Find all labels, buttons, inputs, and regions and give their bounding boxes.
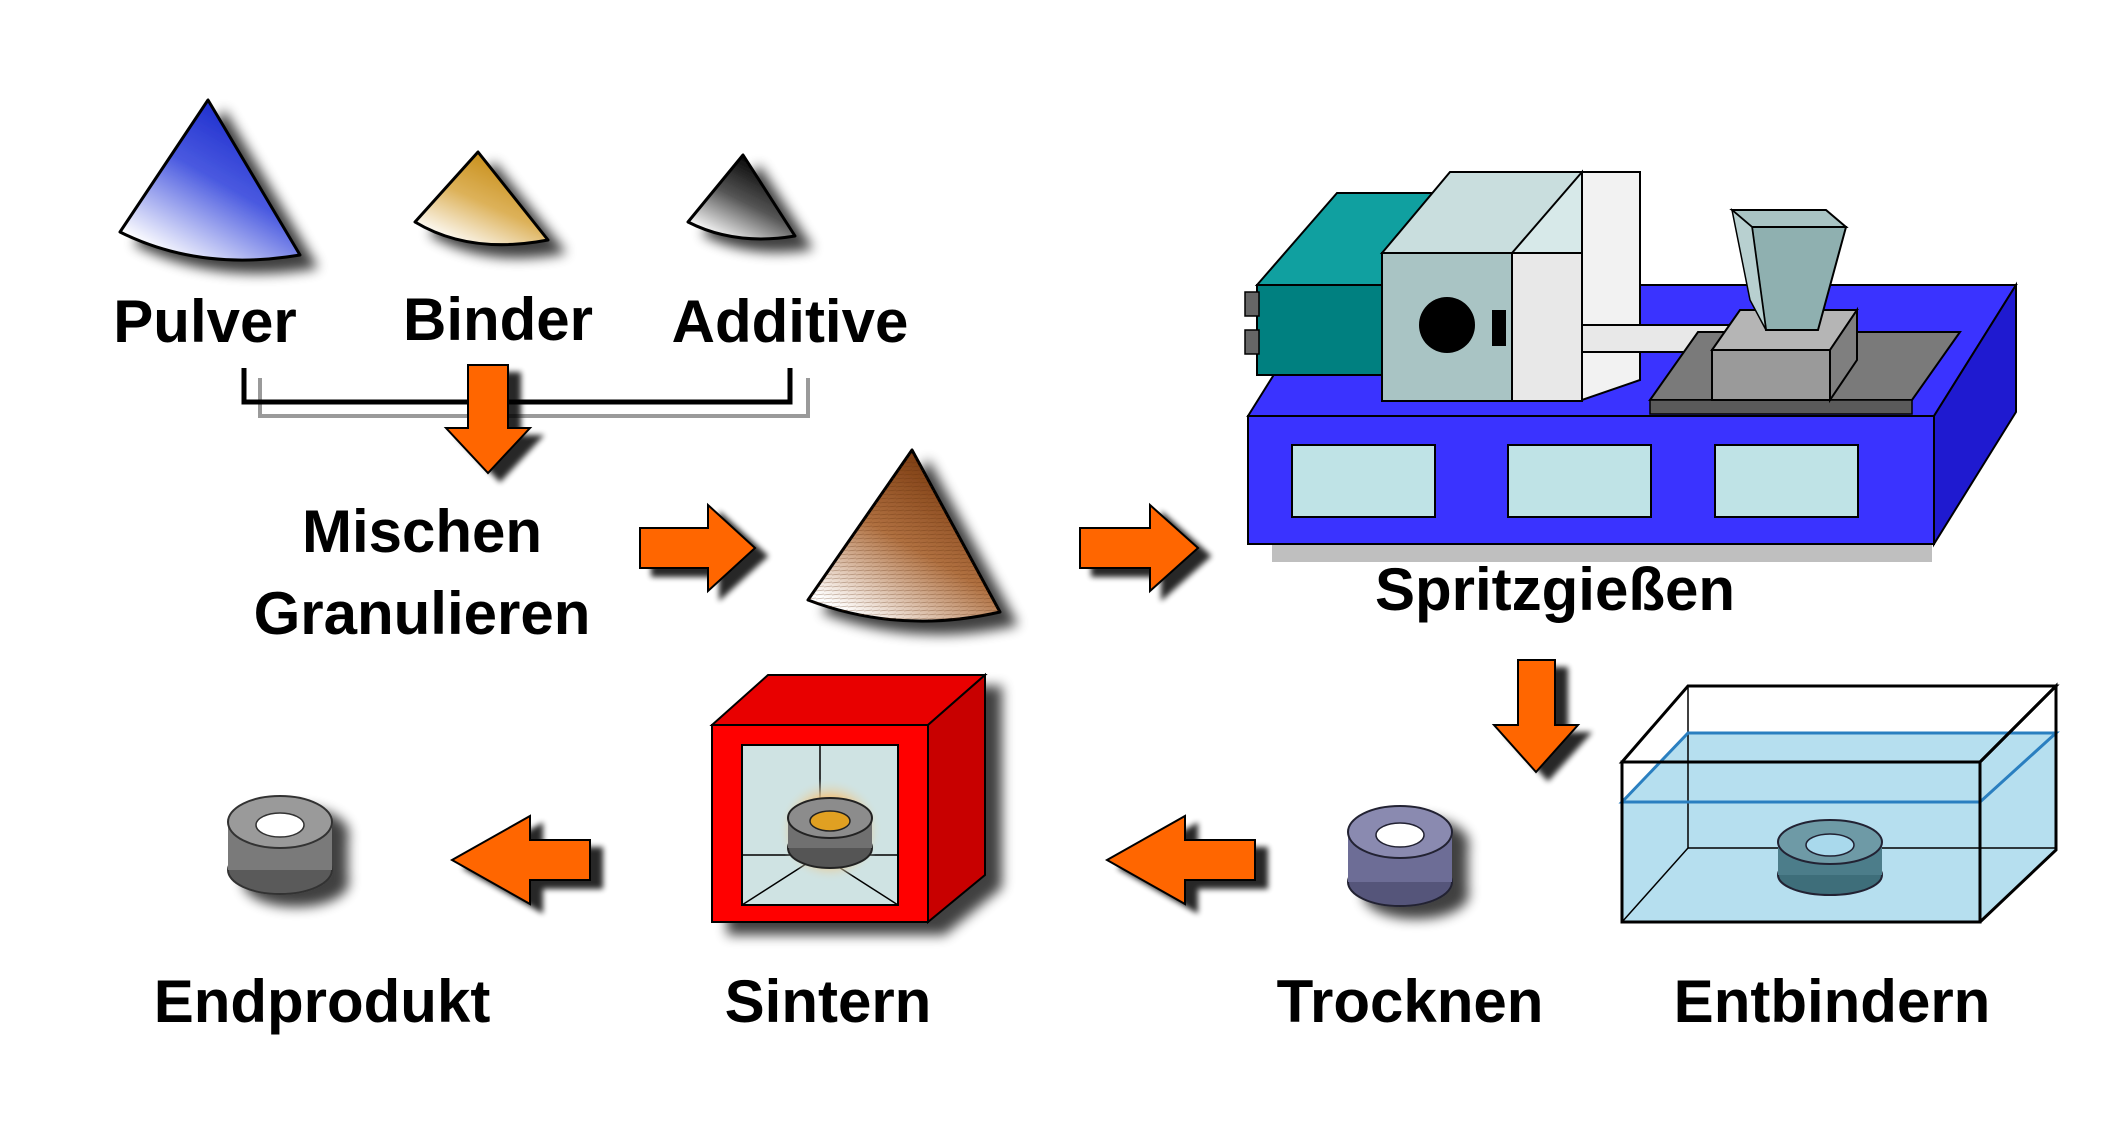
granulieren-label: Granulieren [254,580,591,647]
sintering-part-icon [787,797,873,869]
pulver-label: Pulver [113,288,296,355]
arrow-down-to-mixing-icon [443,364,533,475]
end-product-part-icon [227,795,333,895]
machine-window [1714,444,1859,518]
granulate-cone-icon [806,448,1002,623]
machine-window [1291,444,1436,518]
additive-label: Additive [672,288,909,355]
machine-window [1507,444,1652,518]
arrow-left-to-endproduct-icon [449,814,591,906]
trocknen-label: Trocknen [1277,968,1544,1035]
additive-cone-icon [686,153,797,241]
arrow-left-to-sintering-icon [1104,814,1256,906]
entbindern-label: Entbindern [1674,968,1991,1035]
arrow-right-to-granulate-icon [639,502,757,594]
debinding-bath-icon [1618,682,2060,924]
sintern-label: Sintern [725,968,932,1035]
debinding-part-icon [1777,819,1883,896]
dried-part-icon [1347,805,1453,907]
binder-cone-icon [413,150,550,247]
materials-bracket [241,368,810,418]
spritzgiessen-label: Spritzgießen [1375,556,1735,623]
endprodukt-label: Endprodukt [154,968,491,1035]
pulver-cone-icon [118,98,302,262]
mischen-label: Mischen [302,498,542,565]
arrow-down-to-debinding-icon [1491,659,1581,774]
binder-label: Binder [403,286,593,353]
sintering-furnace-icon [709,672,988,925]
injection-molding-machine-icon [1244,169,2018,562]
arrow-right-to-injection-icon [1079,502,1200,594]
